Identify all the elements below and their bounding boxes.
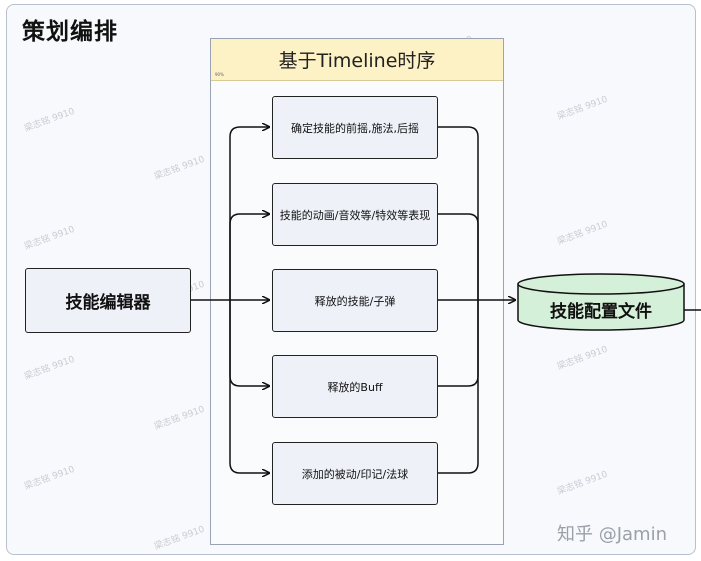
skill-editor-node: 技能编辑器 xyxy=(25,268,191,333)
step-animation-audio-vfx: 技能的动画/音效等/特效等表现 xyxy=(272,183,438,246)
edge-from-step-2 xyxy=(438,213,479,300)
step-released-buff: 释放的Buff xyxy=(272,355,438,418)
step-windup-cast-recovery: 确定技能的前摇,施法,后摇 xyxy=(272,96,438,159)
skill-config-file-label: 技能配置文件 xyxy=(550,301,652,322)
edge-to-step-4 xyxy=(229,300,269,386)
frame-title: 策划编排 xyxy=(22,19,118,45)
lane-tag: 90% xyxy=(215,72,224,77)
edge-to-step-1 xyxy=(229,127,269,300)
edge-from-step-5 xyxy=(438,300,479,474)
step-passive-mark-orb: 添加的被动/印记/法球 xyxy=(272,442,438,505)
step-released-skill-bullet: 释放的技能/子弹 xyxy=(272,269,438,332)
edge-to-step-5 xyxy=(229,300,269,473)
edge-from-step-4 xyxy=(438,300,479,387)
edge-to-step-2 xyxy=(229,214,269,300)
lane-header: 基于Timeline时序 xyxy=(211,39,503,81)
edge-from-step-1 xyxy=(438,126,479,300)
zhihu-credit: 知乎 @Jamin xyxy=(557,524,668,545)
output-cylinder xyxy=(517,273,685,331)
